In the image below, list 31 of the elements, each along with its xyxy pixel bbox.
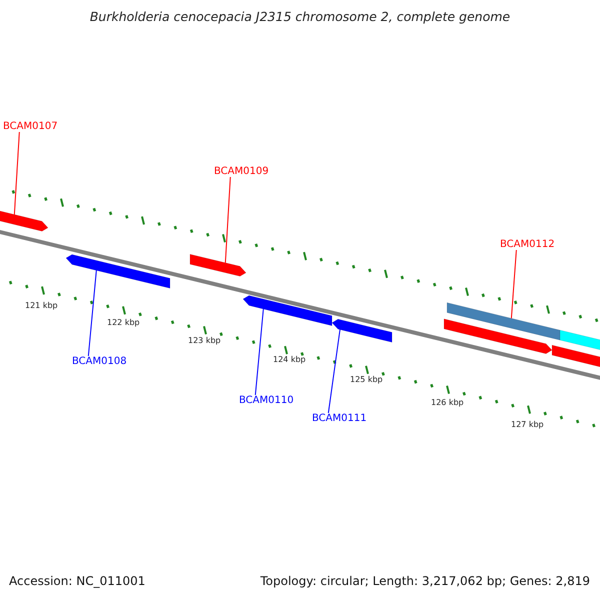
gene-label: BCAM0109	[214, 166, 269, 177]
scale-label: 122 kbp	[107, 319, 140, 328]
gene-feature	[444, 318, 552, 354]
leader-line	[224, 176, 231, 264]
leader-line	[328, 329, 340, 414]
gene-label: BCAM0110	[239, 395, 294, 406]
gene-feature	[446, 302, 560, 340]
diagram-title: Burkholderia cenocepacia J2315 chromosome 2, complete genome	[88, 10, 512, 24]
scale-label: 124 kbp	[273, 356, 306, 365]
gene-feature	[0, 208, 48, 232]
scale-label: 123 kbp	[188, 337, 221, 346]
gene-feature	[332, 318, 392, 343]
gene-label: BCAM0111	[312, 413, 367, 424]
footer-text: Topology: circular; Length: 3,217,062 bp; Genes: 2,819	[260, 575, 590, 588]
leader-line	[510, 250, 517, 319]
scale-label: 127 kbp	[511, 421, 544, 430]
gene-label: BCAM0107	[3, 121, 58, 132]
scale-label: 126 kbp	[431, 399, 464, 408]
leader-line	[14, 132, 20, 215]
gene-feature	[560, 330, 600, 352]
gene-feature	[190, 254, 246, 277]
gene-label: BCAM0108	[72, 356, 127, 367]
scale-label: 125 kbp	[350, 376, 383, 385]
footer-text: Accession: NC_011001	[9, 575, 146, 588]
gene-feature	[552, 344, 600, 368]
gene-feature	[242, 295, 332, 326]
leader-line	[88, 270, 97, 356]
gene-label: BCAM0112	[500, 239, 555, 250]
gene-feature	[66, 254, 170, 289]
leader-line	[254, 308, 264, 396]
scale-label: 121 kbp	[25, 302, 58, 311]
